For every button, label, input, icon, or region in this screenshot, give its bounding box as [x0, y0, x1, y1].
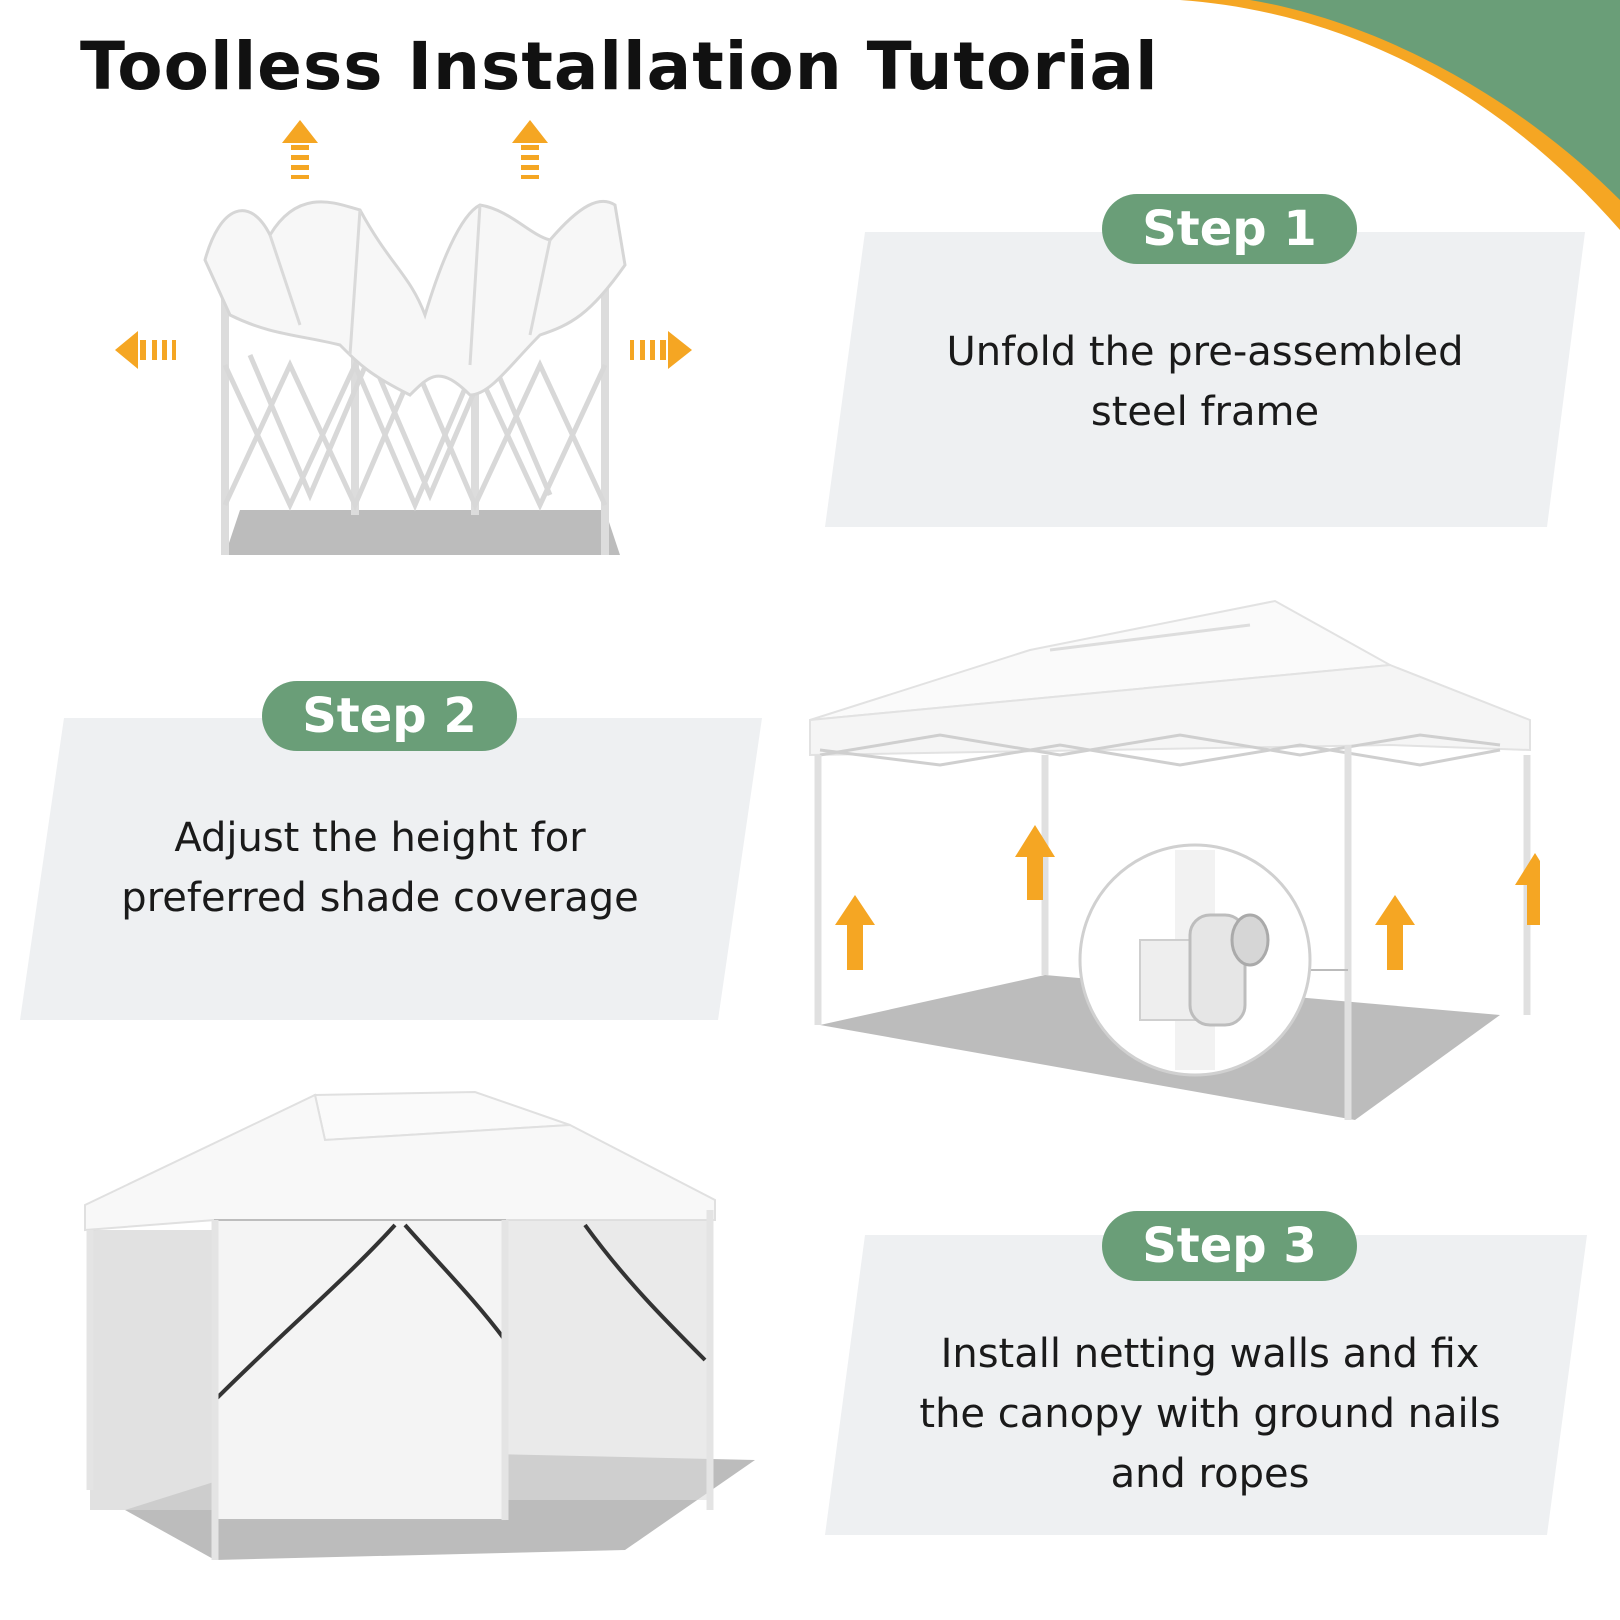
step3-line-1: Install netting walls and fix — [940, 1331, 1480, 1377]
step1-badge: Step 1 — [1102, 194, 1357, 264]
step3-panel — [825, 1235, 1587, 1535]
arrow-up-icon — [1015, 825, 1055, 900]
arrow-up-icon — [512, 120, 548, 179]
step1-description: Unfold the pre-assembled steel frame — [880, 322, 1530, 442]
step2-description: Adjust the height for preferred shade co… — [55, 808, 705, 928]
step2-badge: Step 2 — [262, 681, 517, 751]
folded-frame-illustration — [115, 120, 692, 555]
arrow-left-icon — [115, 331, 176, 369]
arrow-up-icon — [835, 895, 875, 970]
corner-swoosh-decoration — [1180, 0, 1620, 230]
arrow-up-icon — [1375, 895, 1415, 970]
step2-line-2: preferred shade coverage — [121, 875, 639, 921]
step2-panel — [20, 718, 762, 1020]
page-title: Toolless Installation Tutorial — [80, 28, 1159, 105]
step2-line-1: Adjust the height for — [174, 815, 586, 861]
step1-line-1: Unfold the pre-assembled — [946, 329, 1464, 375]
arrow-right-icon — [630, 331, 692, 369]
step3-description: Install netting walls and fix the canopy… — [870, 1324, 1550, 1504]
ground-shadow — [225, 510, 620, 555]
arrow-up-icon — [1515, 853, 1540, 925]
arrow-up-icon — [282, 120, 318, 179]
step3-line-2: the canopy with ground nails — [919, 1391, 1501, 1437]
step3-badge: Step 3 — [1102, 1211, 1357, 1281]
step3-line-3: and ropes — [1110, 1451, 1310, 1497]
netted-canopy-illustration — [84, 1090, 755, 1560]
open-canopy-illustration — [809, 599, 1540, 1120]
step1-line-2: steel frame — [1090, 389, 1320, 435]
step1-panel — [825, 232, 1585, 527]
